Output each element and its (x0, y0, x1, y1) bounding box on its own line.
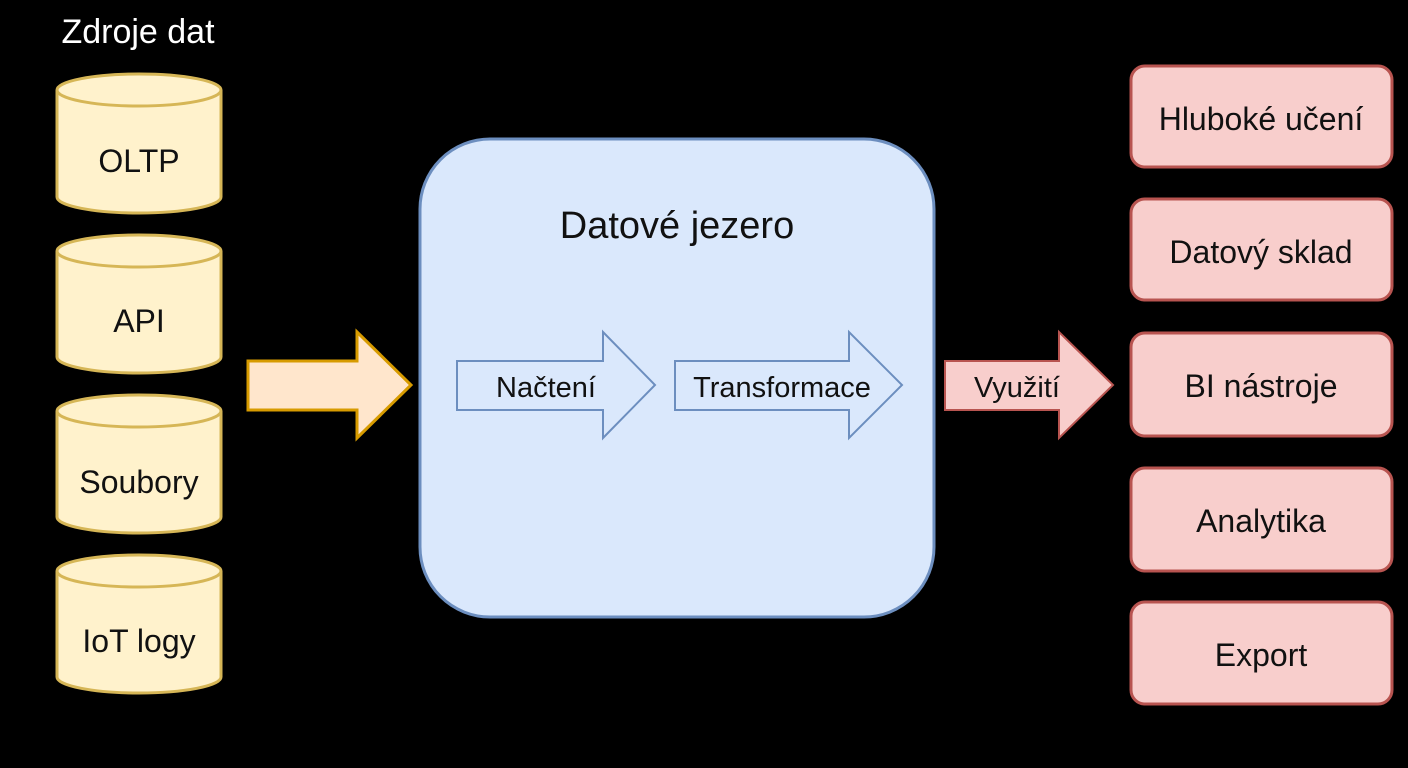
data-lake-title: Datové jezero (560, 205, 794, 247)
consumer-box-datovy-sklad: Datový sklad (1129, 197, 1394, 302)
consumer-box-hluboke-uceni: Hluboké učení (1129, 64, 1394, 169)
consumer-box-analytika: Analytika (1129, 466, 1394, 573)
ingest-arrow (246, 328, 414, 442)
step-label-transformace: Transformace (693, 372, 871, 404)
source-label-oltp: OLTP (98, 143, 179, 179)
source-cylinder-api: API (55, 233, 223, 375)
source-label-api: API (113, 303, 165, 339)
consumer-box-export: Export (1129, 600, 1394, 706)
consumer-label-export: Export (1215, 637, 1308, 673)
consumer-label-hluboke-uceni: Hluboké učení (1159, 101, 1364, 137)
step-arrow-transformace: Transformace (674, 329, 904, 441)
source-cylinder-iot-logy: IoT logy (55, 553, 223, 695)
sources-title: Zdroje dat (61, 13, 215, 51)
consumer-label-analytika: Analytika (1196, 503, 1326, 539)
step-label-nacteni: Načtení (496, 372, 596, 404)
source-label-iot-logy: IoT logy (82, 623, 195, 659)
source-cylinder-soubory: Soubory (55, 393, 223, 535)
source-label-soubory: Soubory (79, 464, 198, 500)
consumer-box-bi-nastroje: BI nástroje (1129, 331, 1394, 438)
usage-arrow-label: Využití (974, 372, 1060, 404)
consumer-label-datovy-sklad: Datový sklad (1169, 234, 1352, 270)
step-arrow-nacteni: Načtení (456, 329, 657, 441)
source-cylinder-oltp: OLTP (55, 72, 223, 215)
consumer-label-bi-nastroje: BI nástroje (1185, 368, 1338, 404)
usage-arrow: Využití (944, 329, 1115, 441)
